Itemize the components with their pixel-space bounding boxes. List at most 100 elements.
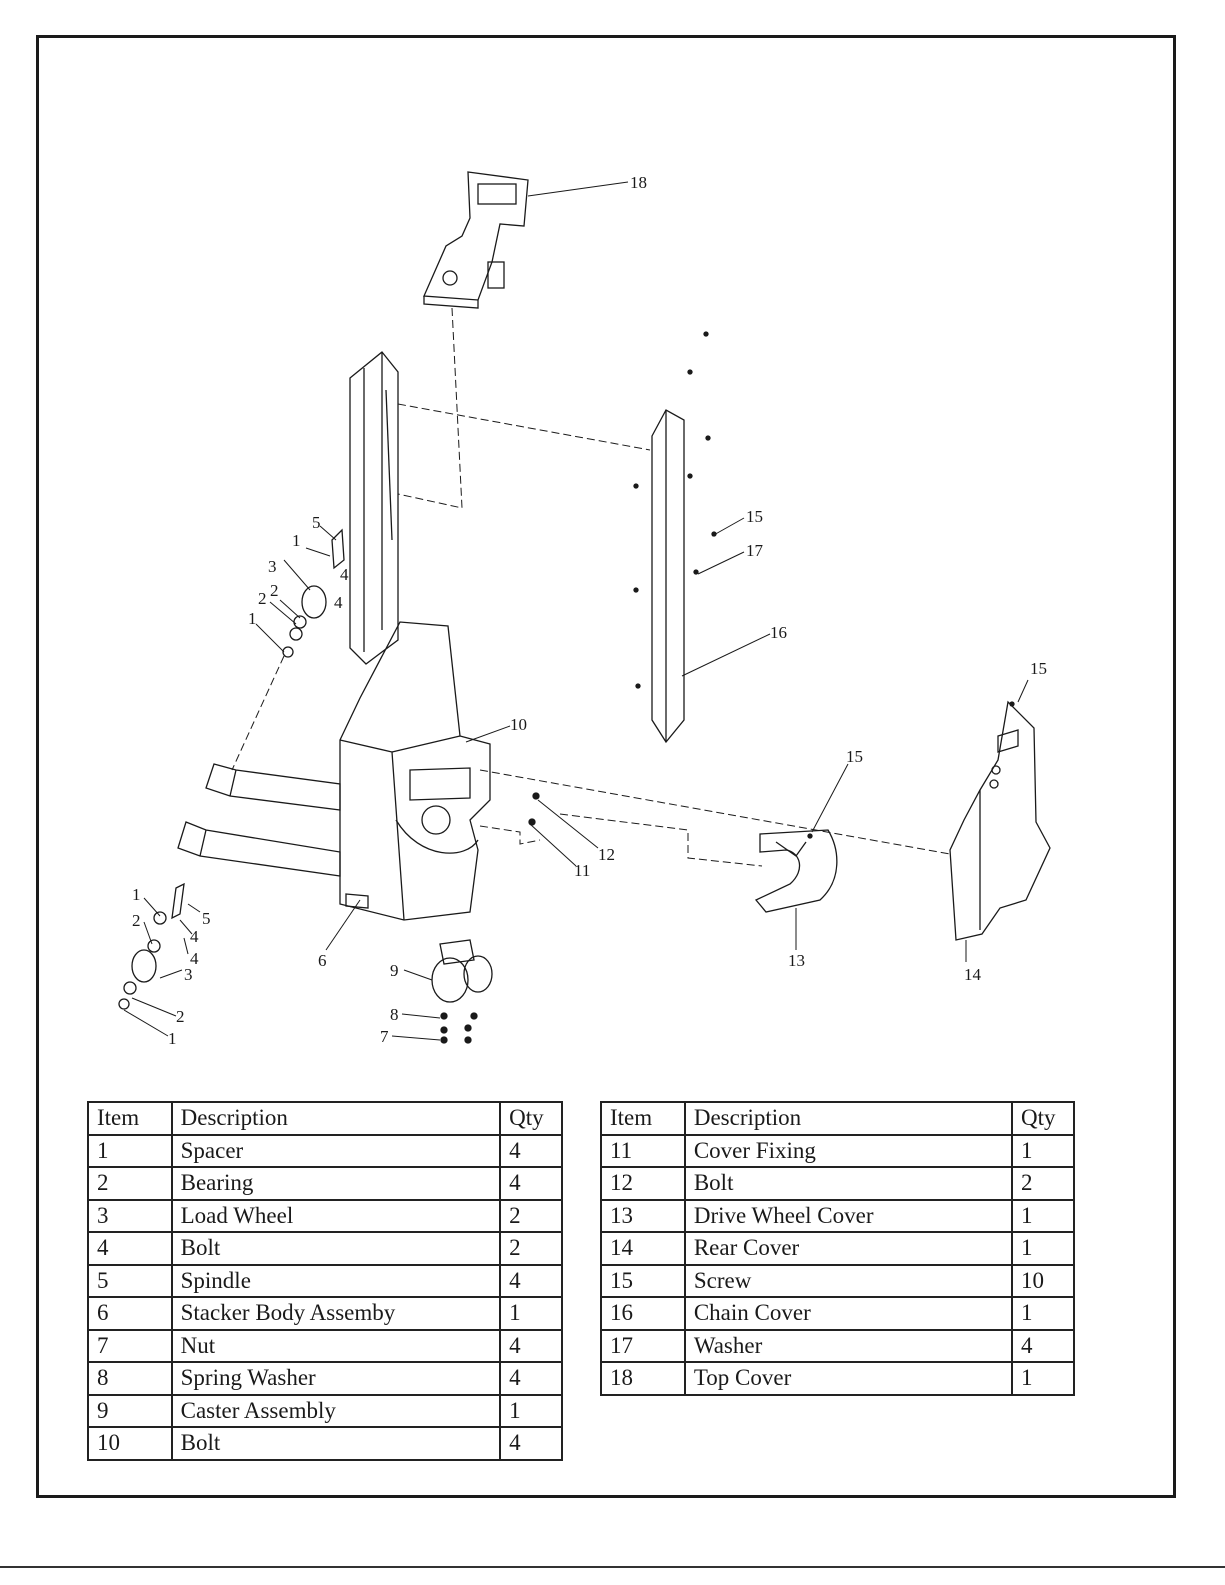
callout-4-top-b: 4	[334, 593, 343, 612]
callout-4-bottom-a: 4	[190, 927, 199, 946]
cell-item: 7	[87, 1328, 173, 1363]
cell-item: 10	[87, 1426, 173, 1461]
cell-description: Stacker Body Assemby	[170, 1296, 502, 1331]
cell-description: Bolt	[683, 1166, 1014, 1201]
cell-description: Spacer	[170, 1133, 502, 1168]
cell-item: 18	[600, 1361, 686, 1396]
callout-2-top-a: 2	[258, 589, 267, 608]
callout-2-top-b: 2	[270, 581, 279, 600]
cell-item: 17	[600, 1328, 686, 1363]
callout-14: 14	[964, 965, 982, 984]
cell-description: Bearing	[170, 1166, 502, 1201]
callout-8: 8	[390, 1005, 399, 1024]
cell-description: Chain Cover	[683, 1296, 1014, 1331]
chain-cover-part	[651, 409, 685, 744]
stacker-body-part	[339, 621, 491, 921]
callout-5-bottom: 5	[202, 909, 211, 928]
cell-item: 5	[87, 1263, 173, 1298]
cell-qty: 4	[499, 1133, 563, 1168]
callout-16: 16	[770, 623, 787, 642]
cell-item: 2	[87, 1166, 173, 1201]
cell-description: Spring Washer	[170, 1361, 502, 1396]
callout-6: 6	[318, 951, 327, 970]
callout-3-top: 3	[268, 557, 277, 576]
cell-qty: 1	[1011, 1231, 1075, 1266]
header-item: Item	[87, 1101, 173, 1136]
page-frame	[36, 35, 1176, 1498]
cell-qty: 4	[499, 1328, 563, 1363]
callout-1-bottom-b: 1	[168, 1029, 177, 1048]
cell-qty: 4	[1011, 1328, 1075, 1363]
callout-7: 7	[380, 1027, 389, 1046]
fasteners	[440, 331, 1015, 1044]
rear-cover-part	[949, 700, 1051, 941]
callout-2-bottom: 2	[132, 911, 141, 930]
callout-15-c: 15	[846, 747, 863, 766]
cell-item: 1	[87, 1133, 173, 1168]
leader-lines	[123, 181, 1029, 1041]
callout-3-bottom: 3	[184, 965, 193, 984]
drive-wheel-cover-part	[754, 829, 838, 913]
cell-qty: 4	[499, 1166, 563, 1201]
forks-part	[177, 763, 341, 877]
cell-qty: 1	[499, 1296, 563, 1331]
callout-2-bottom-b: 2	[176, 1007, 185, 1026]
cell-qty: 1	[1011, 1133, 1075, 1168]
cell-item: 15	[600, 1263, 686, 1298]
cell-description: Spindle	[170, 1263, 502, 1298]
exploded-parts-diagram: 18 15 17 16 15 15 10 12 11 13 14 6 9 8 7…	[118, 171, 1051, 1048]
header-description: Description	[683, 1101, 1014, 1136]
cell-qty: 4	[499, 1263, 563, 1298]
caster-part	[431, 939, 493, 1003]
cell-description: Washer	[683, 1328, 1014, 1363]
cell-qty: 10	[1011, 1263, 1075, 1298]
callout-12: 12	[598, 845, 615, 864]
callout-15-a: 15	[746, 507, 763, 526]
top-cover-part	[423, 171, 529, 309]
callout-labels: 18 15 17 16 15 15 10 12 11 13 14 6 9 8 7…	[132, 173, 1047, 1048]
cell-qty: 2	[499, 1231, 563, 1266]
cell-description: Screw	[683, 1263, 1014, 1298]
callout-18: 18	[630, 173, 647, 192]
callout-17: 17	[746, 541, 764, 560]
callout-1-bottom: 1	[132, 885, 141, 904]
callout-13: 13	[788, 951, 805, 970]
callout-10: 10	[510, 715, 527, 734]
cell-item: 3	[87, 1198, 173, 1233]
callout-9: 9	[390, 961, 399, 980]
callout-11: 11	[574, 861, 590, 880]
header-qty: Qty	[499, 1101, 563, 1136]
cell-description: Load Wheel	[170, 1198, 502, 1233]
page-bottom-rule	[0, 1566, 1225, 1568]
callout-1-top-b: 1	[248, 609, 257, 628]
header-item: Item	[600, 1101, 686, 1136]
cell-qty: 4	[499, 1361, 563, 1396]
callout-4-top-a: 4	[340, 565, 349, 584]
cell-qty: 1	[499, 1393, 563, 1428]
callout-5-top: 5	[312, 513, 321, 532]
cell-qty: 1	[1011, 1198, 1075, 1233]
header-description: Description	[170, 1101, 502, 1136]
cell-item: 16	[600, 1296, 686, 1331]
table-header-row: Item Description Qty	[87, 1101, 563, 1136]
cell-description: Bolt	[170, 1426, 502, 1461]
cell-item: 6	[87, 1296, 173, 1331]
cell-qty: 2	[499, 1198, 563, 1233]
cell-description: Cover Fixing	[683, 1133, 1014, 1168]
cell-description: Top Cover	[683, 1361, 1014, 1396]
